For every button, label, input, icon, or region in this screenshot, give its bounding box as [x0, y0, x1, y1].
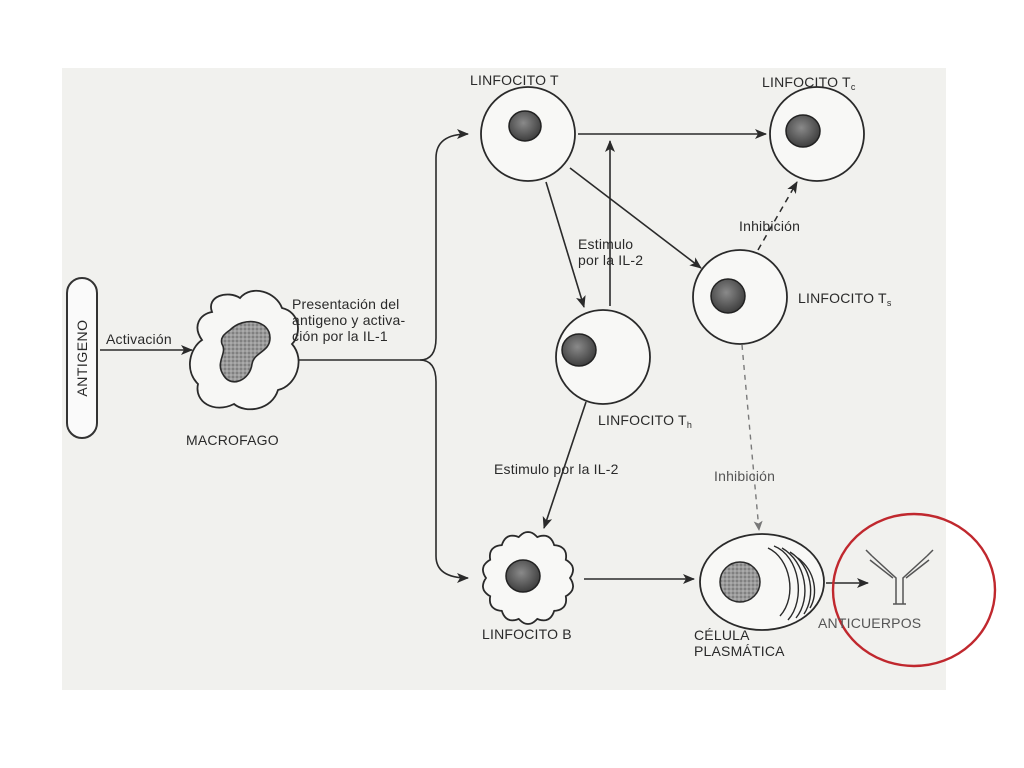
inhibition-arrow-upper — [757, 181, 798, 251]
tc-cell-label: LINFOCITO Tc — [762, 74, 856, 95]
ts-cell — [692, 249, 788, 345]
stimulus-il2-upper-label: Estimulo por la IL-2 — [578, 236, 644, 268]
t-cell-label: LINFOCITO T — [470, 72, 559, 88]
stimulus-il2-lower-label: Estimulo por la IL-2 — [494, 461, 619, 477]
presentation-label: Presentación del antigeno y activa- ción… — [292, 296, 406, 344]
antigen-box: ANTIGENO — [66, 277, 98, 439]
inhibition-arrow-lower — [741, 344, 763, 531]
th-subscript: h — [686, 420, 693, 430]
plasma-cell — [699, 533, 825, 631]
b-cell-label: LINFOCITO B — [482, 626, 572, 642]
highlight-circle — [831, 512, 997, 668]
antibodies-label: ANTICUERPOS — [818, 615, 922, 631]
macrophage-cell — [189, 289, 300, 411]
ts-cell-label: LINFOCITO Ts — [798, 290, 892, 311]
b-cell — [481, 531, 575, 625]
inhibition-lower-label: Inhibición — [714, 468, 776, 484]
ts-label-text: LINFOCITO T — [798, 290, 887, 306]
th-label-text: LINFOCITO T — [598, 412, 687, 428]
ts-subscript: s — [886, 298, 892, 308]
plasma-cell-label: CÉLULA PLASMÁTICA — [694, 627, 785, 659]
th-cell — [555, 309, 651, 405]
tc-label-text: LINFOCITO T — [762, 74, 851, 90]
tc-subscript: c — [850, 82, 856, 92]
th-cell-label: LINFOCITO Th — [598, 412, 692, 433]
presentation-branch-arrows — [298, 129, 469, 583]
activation-label: Activación — [106, 331, 172, 347]
antibody-icon — [865, 549, 934, 605]
t-cell — [480, 86, 576, 182]
macrophage-label: MACROFAGO — [186, 432, 279, 448]
tc-cell — [769, 86, 865, 182]
inhibition-upper-label: Inhibición — [739, 218, 801, 234]
antigen-label: ANTIGENO — [74, 319, 90, 397]
